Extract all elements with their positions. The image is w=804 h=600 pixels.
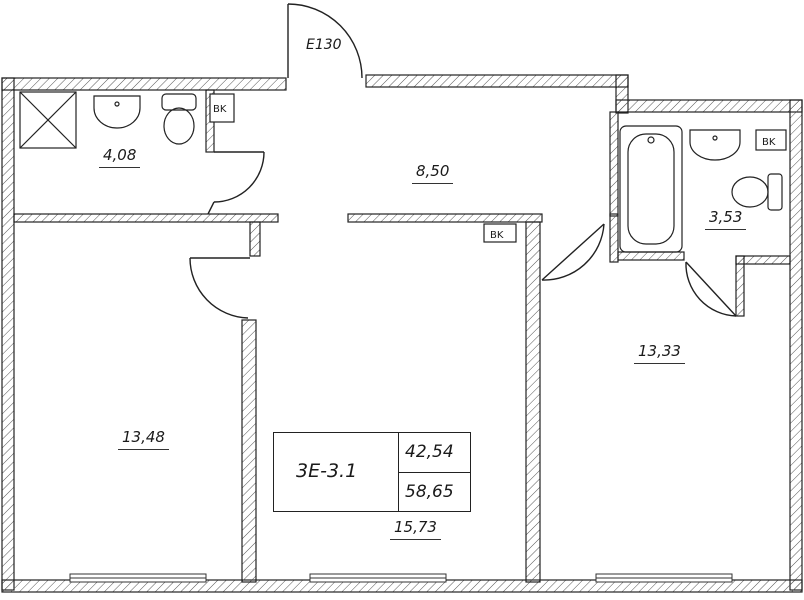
room-area-bathroom-2: 3,53 — [705, 208, 747, 230]
sink-1 — [93, 95, 141, 129]
toilet-bowl-1 — [163, 107, 195, 145]
room-area-living-room: 15,73 — [390, 518, 441, 540]
shower-tray — [19, 91, 77, 149]
vent-label: BK — [490, 230, 504, 241]
doors — [189, 3, 737, 319]
room-area-bedroom-left: 13,48 — [118, 428, 169, 450]
bathtub — [619, 125, 683, 253]
exterior-walls — [1, 74, 803, 593]
room-area-bathroom-1: 4,08 — [99, 146, 141, 168]
apartment-code: 3E-3.1 — [296, 460, 358, 482]
toilet-bowl-2 — [731, 176, 769, 208]
room-area-hallway: 8,50 — [412, 162, 454, 184]
vent-label: BK — [213, 104, 227, 115]
room-area-bedroom-right: 13,33 — [634, 342, 685, 364]
interior-walls — [13, 89, 791, 583]
entrance-label: E130 — [306, 37, 342, 53]
windows — [69, 573, 733, 583]
toilet-tank-1 — [161, 93, 197, 111]
living-area-cell: 42,54 — [399, 433, 470, 473]
vent-label: BK — [762, 137, 776, 148]
total-area-value: 58,65 — [405, 482, 454, 502]
bathroom-2-fixtures — [619, 125, 783, 253]
vent-shafts — [209, 93, 787, 243]
living-area-value: 42,54 — [405, 442, 454, 462]
toilet-tank-2 — [767, 173, 783, 211]
total-area-cell: 58,65 — [399, 473, 470, 511]
apartment-info-table: 3E-3.1 42,54 58,65 — [273, 432, 471, 512]
bathroom-1-fixtures — [19, 91, 197, 149]
sink-2 — [689, 129, 741, 161]
apartment-code-cell: 3E-3.1 — [274, 433, 399, 511]
